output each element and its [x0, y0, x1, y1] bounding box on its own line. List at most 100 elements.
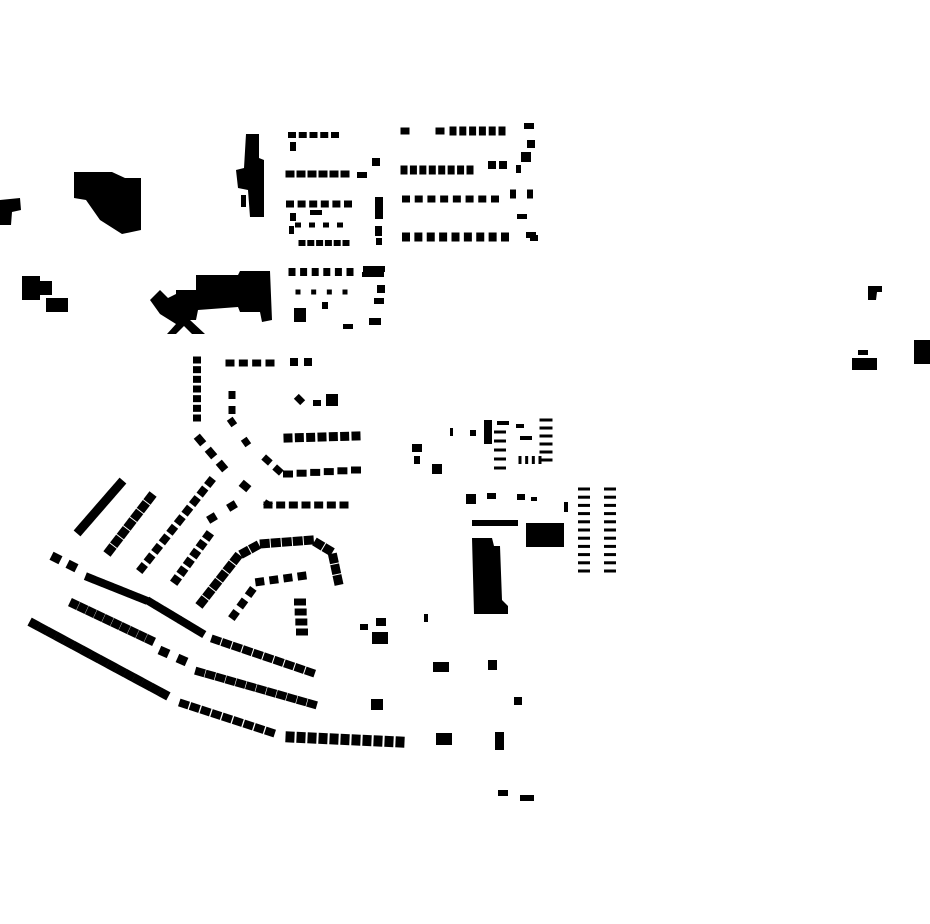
building [148, 683, 162, 696]
building [469, 126, 477, 136]
building [62, 636, 76, 649]
building [516, 424, 524, 428]
building [427, 195, 436, 203]
building [295, 289, 301, 295]
building [309, 222, 315, 228]
building [68, 598, 80, 610]
building [497, 421, 509, 425]
building [215, 459, 229, 473]
building [426, 232, 435, 242]
building [238, 545, 252, 559]
building [306, 432, 316, 442]
building [412, 444, 422, 452]
building [307, 170, 317, 178]
building [459, 126, 467, 136]
building [193, 356, 201, 364]
building [521, 152, 531, 162]
building [498, 126, 506, 136]
building [101, 614, 114, 626]
building [193, 395, 201, 403]
building [313, 400, 321, 406]
building [295, 695, 308, 707]
building [414, 195, 423, 203]
building [478, 195, 487, 203]
building [210, 709, 223, 720]
building [466, 165, 474, 175]
building [161, 606, 174, 619]
building [131, 673, 145, 687]
building [530, 235, 538, 241]
building [340, 431, 350, 441]
building [307, 240, 315, 246]
building [116, 525, 130, 540]
building [604, 528, 616, 532]
building [525, 456, 529, 464]
building [409, 165, 417, 175]
building [450, 428, 453, 436]
building [564, 502, 568, 512]
building [331, 132, 339, 138]
building [342, 289, 348, 295]
building [531, 456, 535, 464]
building [130, 508, 144, 523]
building [170, 574, 182, 586]
building [524, 123, 534, 129]
building [578, 536, 590, 540]
building [288, 501, 298, 509]
building [105, 659, 119, 673]
building [289, 226, 294, 234]
building [204, 475, 216, 489]
building [226, 500, 238, 512]
building [376, 618, 386, 626]
building [296, 628, 308, 636]
building [193, 366, 201, 374]
building [238, 479, 252, 493]
building [327, 552, 339, 565]
building [323, 222, 329, 228]
building [176, 565, 189, 578]
building [436, 733, 452, 745]
building [578, 561, 590, 565]
building [307, 732, 317, 744]
building [296, 170, 306, 178]
building [531, 497, 537, 501]
building [402, 232, 410, 242]
building [463, 232, 472, 242]
building [118, 586, 132, 598]
building [494, 430, 506, 434]
building [342, 240, 350, 246]
building [209, 634, 223, 646]
building [488, 660, 497, 670]
building [169, 611, 183, 624]
building [193, 625, 207, 639]
building [265, 359, 275, 367]
building [144, 634, 156, 646]
building [311, 268, 319, 276]
building [330, 563, 342, 576]
building [339, 501, 349, 509]
building [292, 536, 304, 546]
building [123, 517, 137, 531]
building [244, 586, 257, 599]
building [140, 678, 154, 691]
building [317, 432, 327, 442]
building [290, 213, 296, 221]
building [236, 134, 264, 217]
building [188, 702, 201, 713]
building [285, 692, 298, 704]
building [578, 487, 590, 491]
building [185, 621, 199, 634]
building [202, 530, 214, 542]
building [868, 286, 882, 300]
building [53, 631, 67, 645]
building [241, 195, 246, 207]
building [494, 439, 506, 443]
building [476, 232, 485, 242]
building [150, 271, 272, 334]
building [498, 790, 508, 796]
building [329, 170, 339, 178]
building [181, 504, 194, 517]
building [314, 501, 324, 509]
building [295, 222, 301, 228]
